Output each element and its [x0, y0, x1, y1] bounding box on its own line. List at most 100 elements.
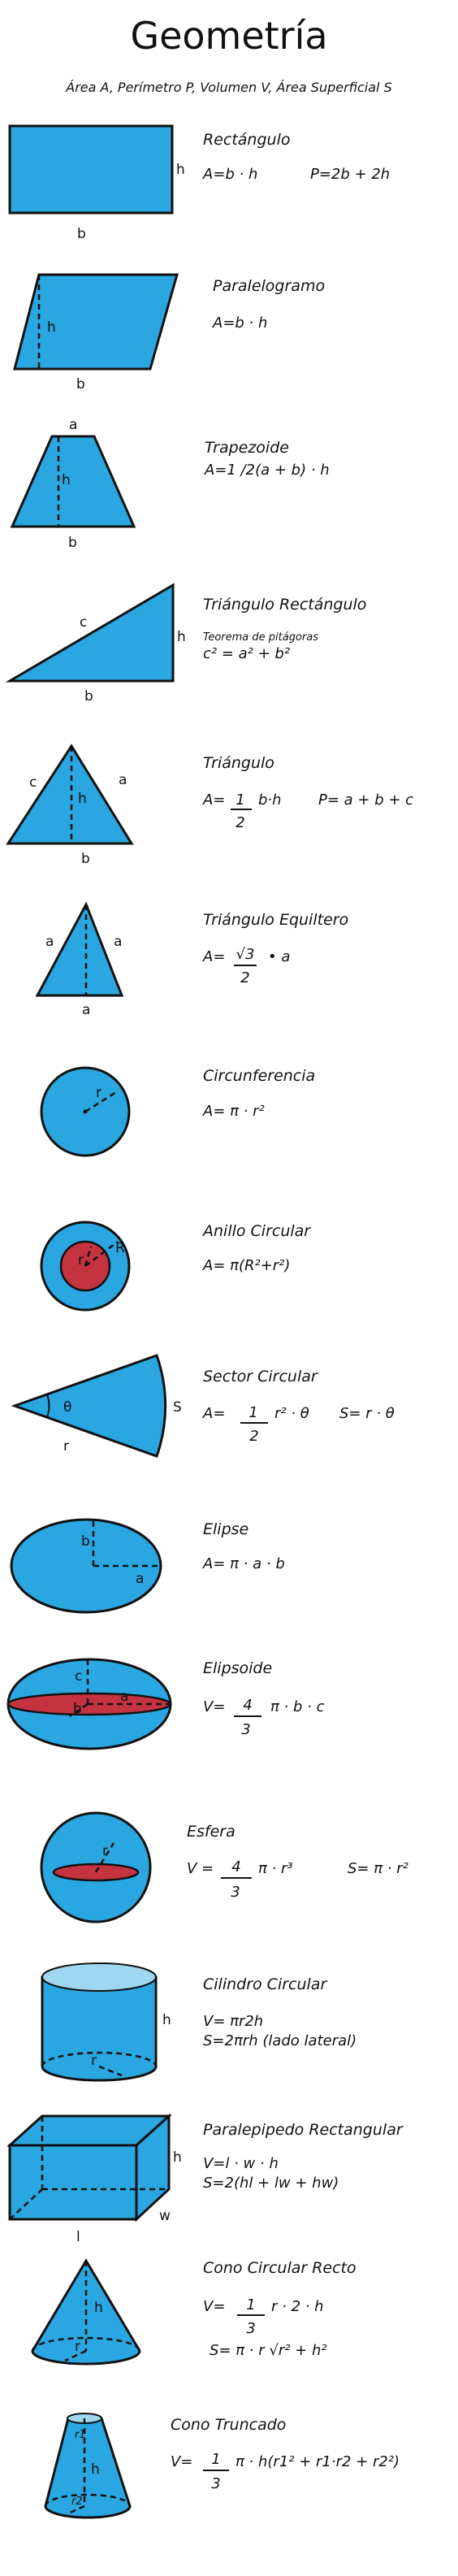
figure-cone: h r Cono Circular Recto V= 1 3 r · 2 · h… — [31, 2258, 356, 2366]
sphere-volume-denominator: 3 — [231, 1884, 240, 1901]
equilateral-label-left: a — [45, 934, 54, 950]
box-label-w: w — [159, 2208, 171, 2224]
ellipsoid-name: Elipsoide — [203, 1659, 272, 1677]
box-hidden-edge-depth — [9, 2188, 43, 2220]
equilateral-triangle-shape — [35, 901, 124, 997]
annulus-label-R: R — [115, 1240, 125, 1256]
right-triangle-name: Triángulo Rectángulo — [203, 596, 366, 614]
circle-name: Circunferencia — [203, 1067, 315, 1085]
sphere-surface-formula: S= π · r² — [348, 1860, 408, 1877]
figure-trapezoid: a h b Trapezoide A=1 /2(a + b) · h — [10, 417, 330, 551]
ellipsoid-volume-suffix: π · b · c — [270, 1698, 325, 1715]
cylinder-name: Cilindro Circular — [203, 1975, 327, 1993]
annulus-name: Anillo Circular — [201, 1222, 311, 1240]
sector-arc-formula: S= r · θ — [339, 1405, 395, 1422]
equilateral-area-prefix: A= — [202, 948, 225, 965]
equilateral-area-denominator: 2 — [240, 969, 249, 987]
page-title: Geometría — [130, 14, 327, 58]
sphere-volume-prefix: V = — [187, 1860, 214, 1877]
figure-annulus: R r Anillo Circular A= π(R²+r²) — [40, 1221, 311, 1312]
figure-ellipsoid: c a b Elipsoide V= 4 3 π · b · c — [6, 1658, 325, 1750]
rectangle-shape — [8, 124, 174, 215]
equilateral-area-numerator: √3 — [236, 946, 255, 963]
sector-label-r: r — [63, 1438, 69, 1455]
cylinder-radius-line — [98, 2065, 123, 2077]
box-front-face — [8, 2144, 138, 2221]
ellipsoid-label-c: c — [75, 1668, 82, 1685]
sector-angle-arc — [46, 1394, 50, 1418]
cone-surface-formula: S= π · r √r² + h² — [210, 2342, 327, 2359]
equilateral-area-suffix: • a — [268, 948, 290, 965]
circle-center — [83, 1109, 88, 1114]
right-triangle-label-side: h — [177, 629, 186, 645]
equilateral-label-bottom: a — [82, 1002, 90, 1018]
box-label-l: l — [76, 2229, 80, 2245]
figure-box: h l w Paralepipedo Rectangular V=l · w ·… — [6, 2113, 404, 2245]
trapezoid-shape — [10, 435, 136, 528]
frustum-radius-line — [66, 2504, 85, 2516]
figure-sector: θ r S Sector Circular A= 1 2 r² · θ S= r… — [11, 1354, 395, 1458]
box-name: Paralepipedo Rectangular — [203, 2121, 404, 2139]
sector-label-S: S — [173, 1399, 182, 1416]
frustum-label-h: h — [91, 2461, 100, 2478]
ellipsoid-volume-prefix: V= — [203, 1698, 225, 1715]
frustum-shape — [44, 2417, 132, 2519]
cone-name: Cono Circular Recto — [203, 2259, 356, 2277]
frustum-volume-suffix: π · h(r1² + r1·r2 + r2²) — [235, 2453, 400, 2470]
annulus-inner-radius — [84, 1246, 93, 1267]
figure-parallelogram: h b Paralelogramo A=b · h — [13, 273, 325, 392]
box-volume-formula: V=l · w · h — [203, 2155, 279, 2172]
trapezoid-label-h: h — [62, 472, 71, 488]
frustum-volume-denominator: 3 — [211, 2475, 220, 2492]
cylinder-body — [41, 1975, 158, 2082]
triangle-shape — [6, 744, 134, 845]
trapezoid-name: Trapezoide — [205, 439, 289, 457]
sector-label-theta: θ — [63, 1399, 71, 1416]
cone-radius-line — [64, 2349, 87, 2362]
ellipse-name: Elipse — [203, 1520, 248, 1538]
cylinder-surface-formula: S=2πrh (lado lateral) — [203, 2032, 356, 2049]
equilateral-triangle-name: Triángulo Equiltero — [203, 911, 348, 929]
ellipsoid-label-a: a — [120, 1689, 128, 1705]
sphere-volume-suffix: π · r³ — [258, 1860, 293, 1877]
frustum-label-r2: r2 — [71, 2496, 83, 2508]
cone-label-r: r — [75, 2339, 80, 2355]
triangle-label-c: c — [29, 774, 37, 791]
rectangle-label-h: h — [176, 162, 185, 178]
trapezoid-label-a: a — [69, 417, 77, 433]
equilateral-label-right: a — [114, 934, 122, 950]
figure-equilateral-triangle: a a a Triángulo Equiltero A= √3 2 • a — [35, 901, 348, 1018]
figure-frustum: r1 h r2 Cono Truncado V= 1 3 π · h(r1² +… — [44, 2413, 400, 2519]
cylinder-volume-formula: V= πr2h — [203, 2013, 263, 2030]
ellipsoid-volume-numerator: 4 — [243, 1697, 252, 1714]
rectangle-label-b: b — [77, 226, 86, 242]
trapezoid-label-b: b — [68, 535, 77, 551]
box-surface-formula: S=2(hl + lw + hw) — [203, 2175, 339, 2192]
ellipse-shape — [10, 1518, 162, 1614]
rectangle-name: Rectángulo — [203, 131, 290, 149]
circle-area-formula: A= π · r² — [202, 1103, 265, 1120]
frustum-label-r1: r1 — [75, 2429, 86, 2441]
cone-volume-suffix: r · 2 · h — [271, 2298, 324, 2315]
sector-area-prefix: A= — [202, 1405, 225, 1422]
circle-radius-line — [84, 1091, 117, 1113]
triangle-label-b: b — [81, 851, 90, 867]
triangle-perimeter-formula: P= a + b + c — [318, 791, 413, 809]
page-subtitle: Área A, Perímetro P, Volumen V, Área Sup… — [65, 80, 391, 95]
ellipse-area-formula: A= π · a · b — [202, 1555, 285, 1572]
ellipsoid-label-b: b — [73, 1701, 82, 1717]
frustum-name: Cono Truncado — [171, 2416, 286, 2434]
cylinder-label-h: h — [162, 2012, 171, 2028]
triangle-area-suffix: b·h — [258, 791, 282, 809]
sector-area-suffix: r² · θ — [274, 1405, 309, 1422]
triangle-label-a: a — [119, 772, 127, 788]
rectangle-perimeter-formula: P=2b + 2h — [310, 166, 390, 183]
figure-triangle: c a h b Triángulo A= 1 2 b·h P= a + b + … — [6, 744, 413, 867]
sector-shape — [11, 1354, 167, 1458]
ellipsoid-volume-denominator: 3 — [241, 1721, 250, 1738]
triangle-area-numerator: 1 — [235, 791, 244, 809]
sector-area-denominator: 2 — [249, 1428, 258, 1445]
cylinder-label-r: r — [91, 2053, 97, 2069]
annulus-area-formula: A= π(R²+r²) — [202, 1257, 290, 1274]
right-triangle-label-b: b — [84, 688, 93, 705]
